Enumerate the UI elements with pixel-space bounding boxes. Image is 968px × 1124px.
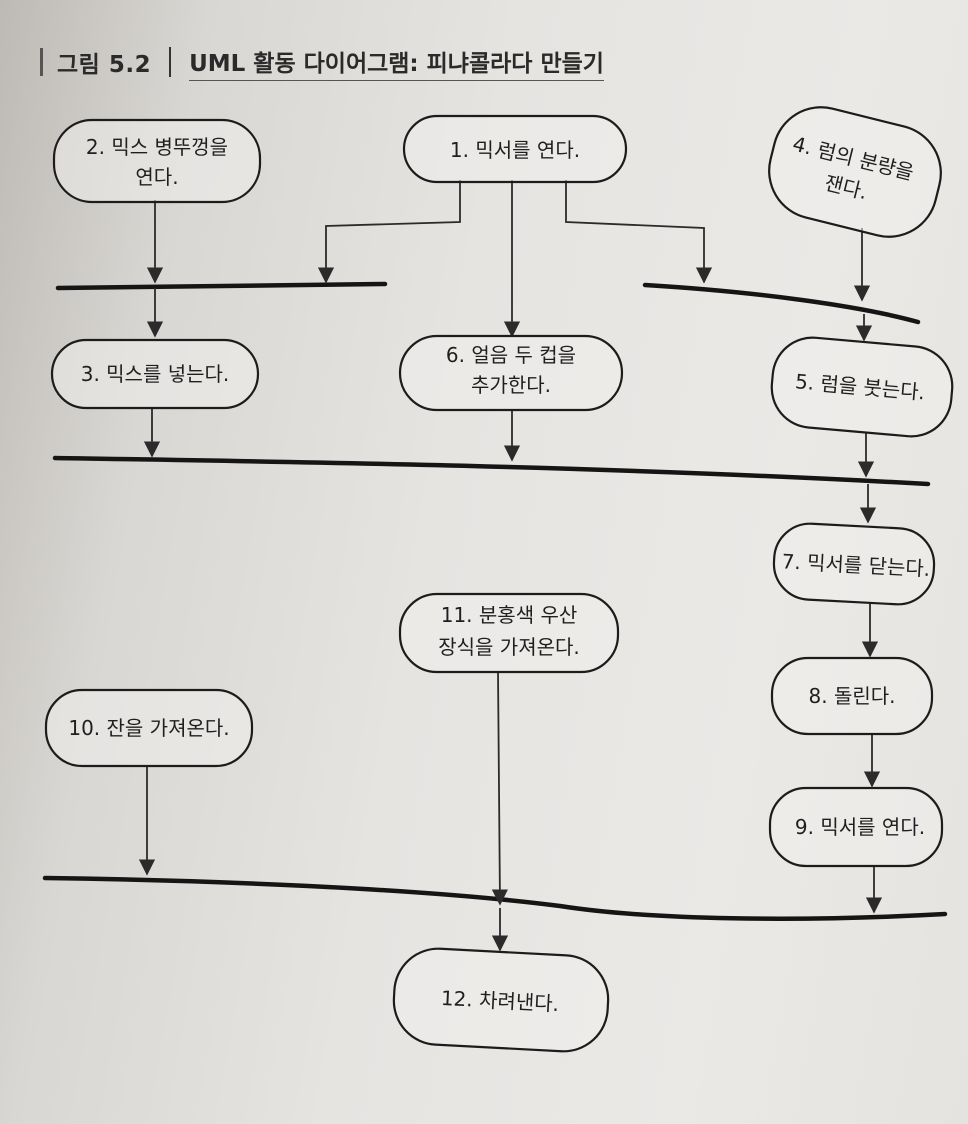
n2-line-1: 2. 믹스 병뚜껑을 <box>86 135 228 159</box>
activity-node-3-label: 3. 믹스를 넣는다. <box>81 362 230 386</box>
activity-node-11-shape <box>398 592 620 674</box>
n3-line-1: 3. 믹스를 넣는다. <box>81 362 230 386</box>
activity-node-10-label: 10. 잔을 가져온다. <box>68 716 229 740</box>
sync-bar-2 <box>52 455 931 487</box>
sync-bar-1a <box>55 281 388 291</box>
n6-line-2: 추가한다. <box>471 373 551 397</box>
activity-node-1: 1. 믹서를 연다. <box>402 114 628 184</box>
activity-node-3: 3. 믹스를 넣는다. <box>50 338 260 410</box>
activity-node-10-shape <box>44 688 254 768</box>
arrow-n1-bar1-right <box>565 180 713 284</box>
figure-title: UML 활동 다이어그램: 피냐콜라다 만들기 <box>189 44 604 81</box>
activity-node-9-label: 9. 믹서를 연다. <box>795 815 925 839</box>
activity-node-9-shape <box>768 786 944 868</box>
activity-node-12: 12. 차려낸다. <box>392 947 610 1053</box>
n11-line-1: 11. 분홍색 우산 <box>441 603 578 627</box>
n1-line-1: 1. 믹서를 연다. <box>450 138 580 162</box>
activity-node-4-shape <box>768 106 942 238</box>
activity-node-8-shape <box>770 656 934 736</box>
activity-node-4: 4. 럼의 분량을잰다. <box>768 106 942 238</box>
sync-bar-1b <box>642 282 921 325</box>
activity-node-10: 10. 잔을 가져온다. <box>44 688 254 768</box>
activity-node-3-shape <box>50 338 260 410</box>
n11-line-2: 장식을 가져온다. <box>438 635 580 659</box>
activity-node-6-shape <box>398 334 624 412</box>
n10-line-1: 10. 잔을 가져온다. <box>68 716 229 740</box>
figure-number: 그림 5.2 <box>57 52 152 78</box>
header-separator <box>169 47 172 77</box>
activity-node-5: 5. 럼을 붓는다. <box>770 336 954 438</box>
activity-node-12-shape <box>392 947 610 1053</box>
activity-node-2-shape <box>52 118 262 204</box>
arrow-n1-bar1-left <box>317 180 461 284</box>
arrow-n11-bar3 <box>491 671 508 906</box>
activity-node-8-label: 8. 돌린다. <box>809 684 896 708</box>
figure-header: 그림 5.2 UML 활동 다이어그램: 피냐콜라다 만들기 <box>40 40 660 84</box>
header-bar <box>40 48 43 76</box>
activity-node-7: 7. 믹서를 닫는다. <box>772 522 936 606</box>
activity-node-8: 8. 돌린다. <box>770 656 934 736</box>
sync-bar-3 <box>42 875 948 921</box>
n9-line-1: 9. 믹서를 연다. <box>795 815 925 839</box>
activity-node-1-shape <box>402 114 628 184</box>
n2-line-2: 연다. <box>135 165 178 189</box>
n8-line-1: 8. 돌린다. <box>809 684 896 708</box>
activity-node-9: 9. 믹서를 연다. <box>768 786 944 868</box>
activity-node-1-label: 1. 믹서를 연다. <box>450 138 580 162</box>
activity-node-7-shape <box>772 522 936 606</box>
activity-node-5-shape <box>770 336 954 438</box>
n6-line-1: 6. 얼음 두 컵을 <box>446 343 576 367</box>
